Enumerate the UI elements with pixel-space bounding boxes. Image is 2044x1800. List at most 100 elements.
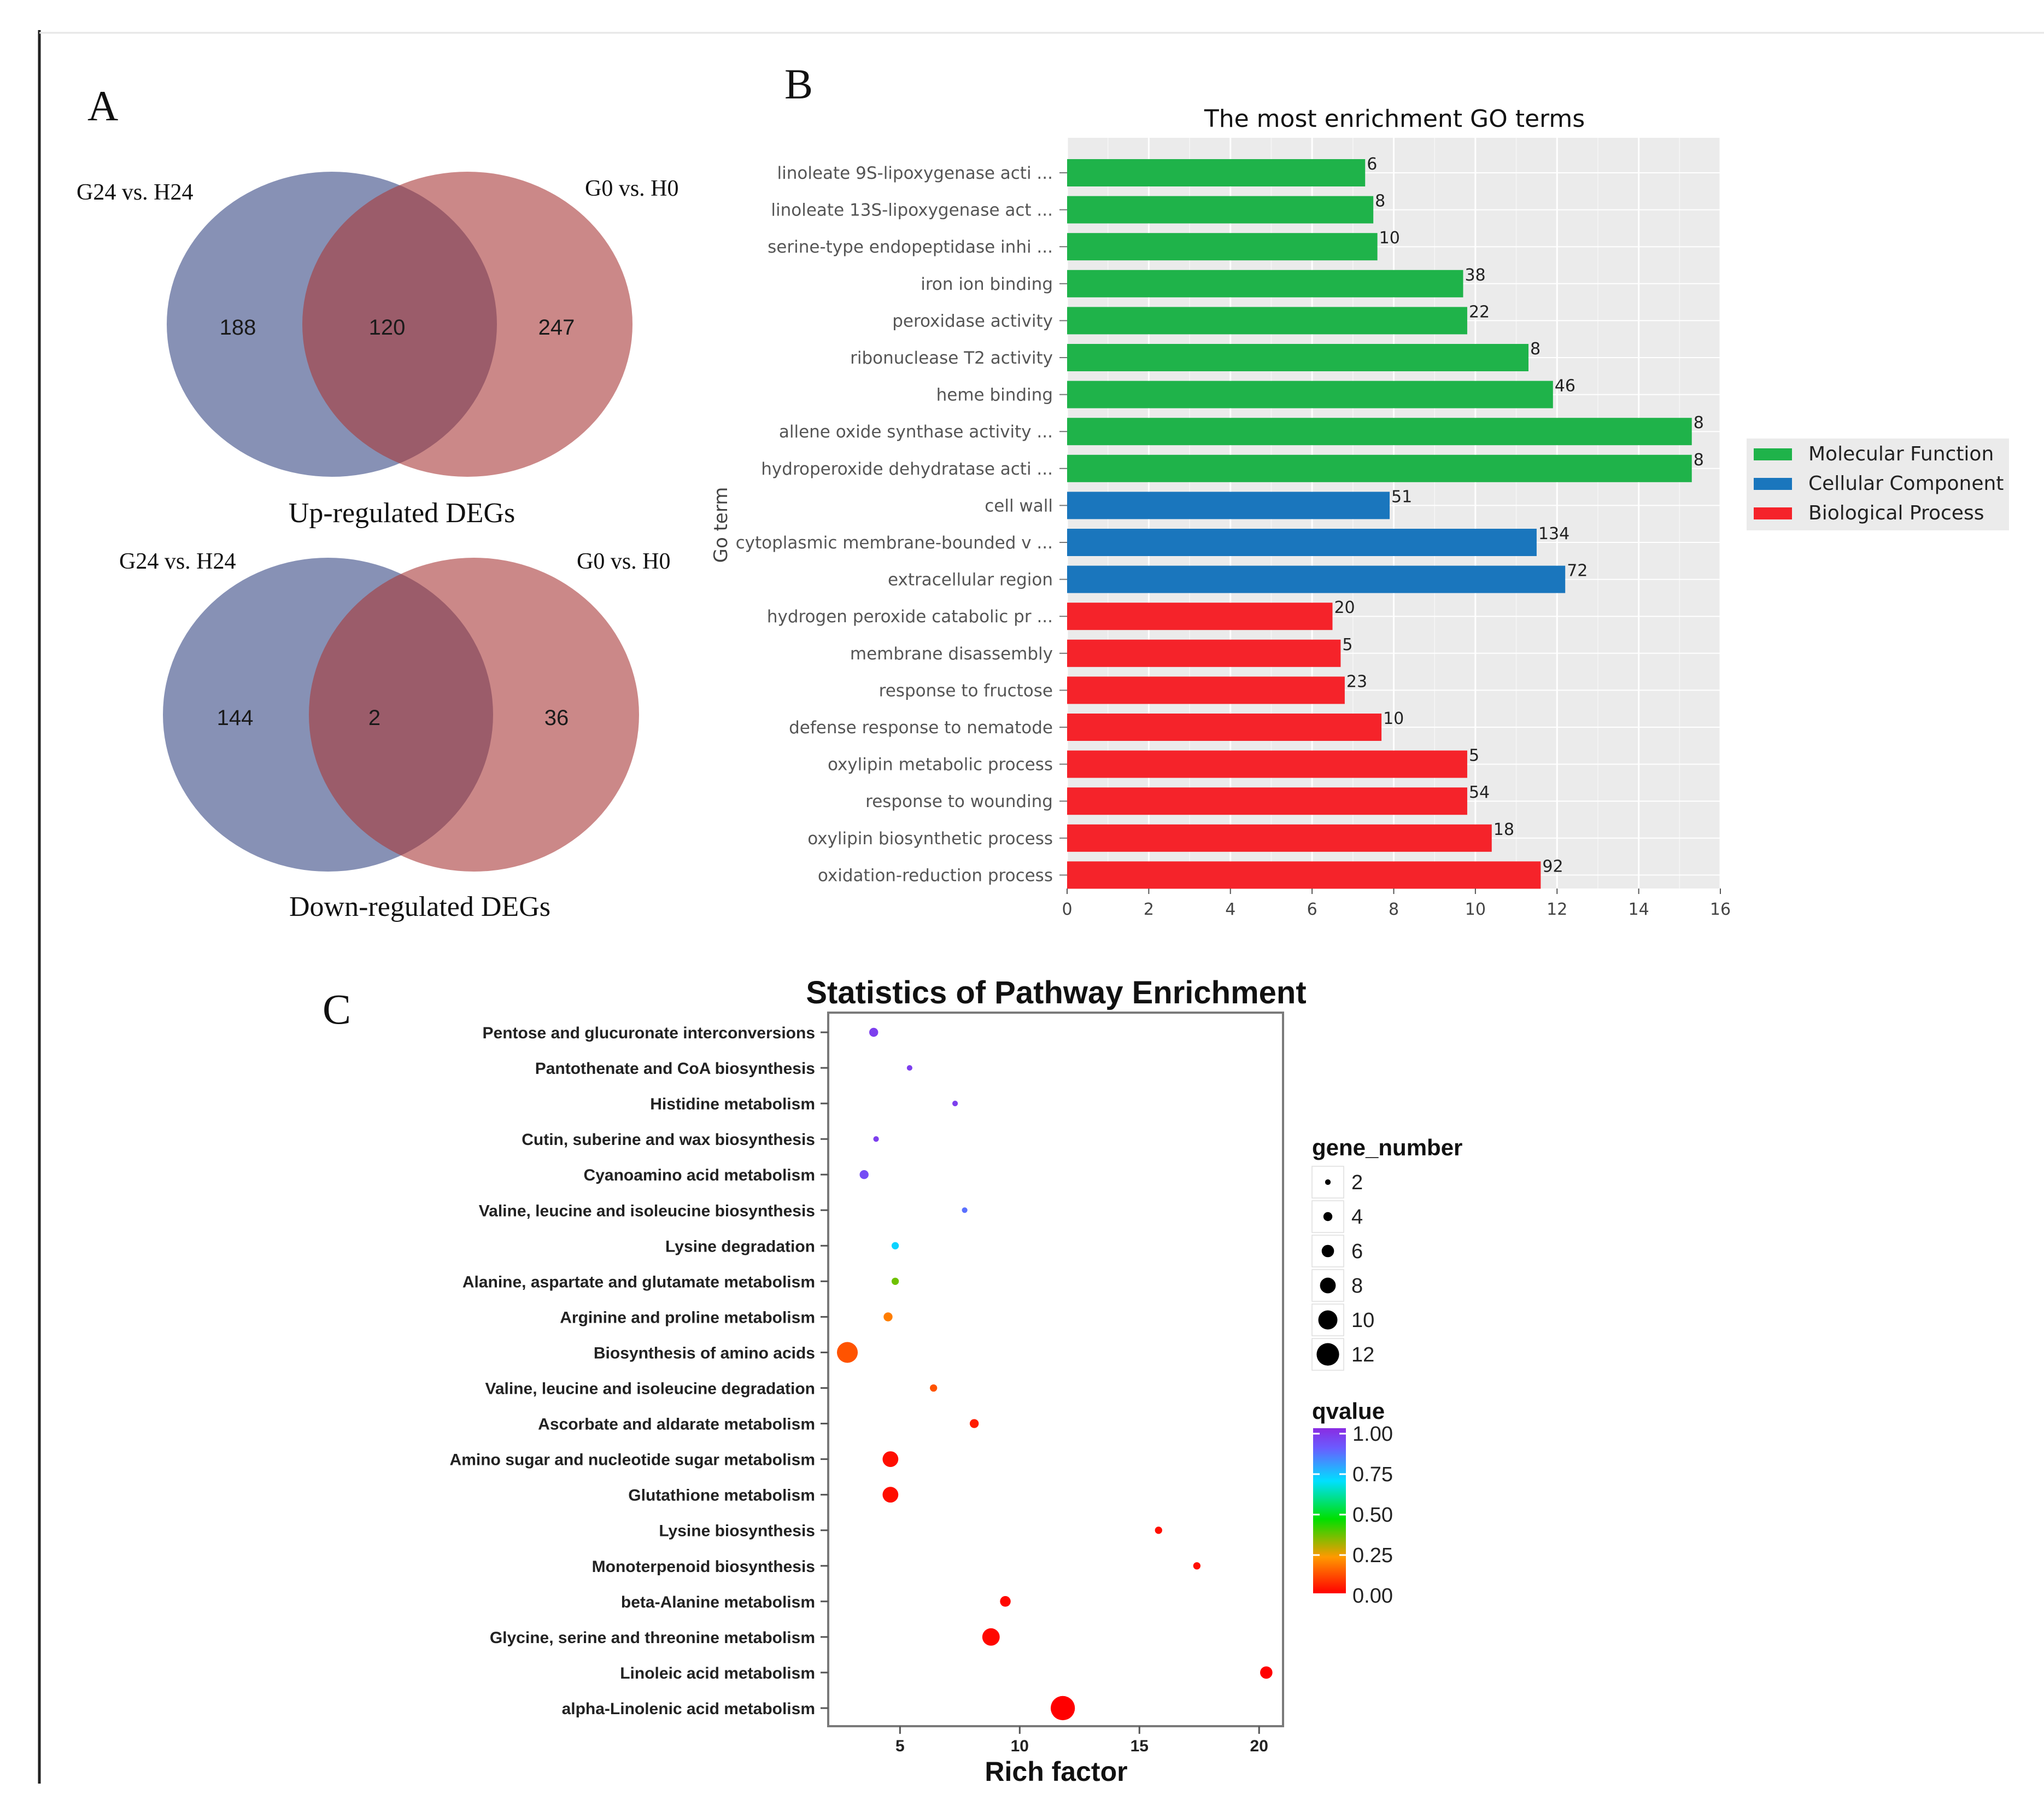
go-bar-count-label: 22 bbox=[1469, 302, 1490, 322]
go-bar-count-label: 8 bbox=[1694, 413, 1704, 433]
pathway-point-valine-leucine-and-isoleucine-biosynthesis bbox=[962, 1207, 968, 1213]
go-bar-count-label: 20 bbox=[1334, 598, 1355, 617]
go-bar-cell-wall bbox=[1067, 492, 1390, 519]
gene-number-legend-label: 4 bbox=[1351, 1206, 1363, 1229]
go-bar-oxylipin-metabolic-process bbox=[1067, 750, 1467, 778]
go-category-label: allene oxide synthase activity ... bbox=[779, 422, 1053, 442]
go-category-label: oxylipin metabolic process bbox=[828, 755, 1053, 775]
gene-number-legend-label: 8 bbox=[1351, 1275, 1363, 1298]
go-bar-heme-binding bbox=[1067, 381, 1553, 408]
go-bar-hydrogen-peroxide-catabolic-pr bbox=[1067, 603, 1333, 630]
pathway-label: Valine, leucine and isoleucine biosynthe… bbox=[479, 1202, 815, 1220]
pathway-plot-frame bbox=[827, 1012, 1284, 1727]
go-bar-allene-oxide-synthase-activity bbox=[1067, 418, 1692, 446]
go-bar-count-label: 46 bbox=[1555, 377, 1576, 396]
pathway-point-valine-leucine-and-isoleucine-degradation bbox=[930, 1384, 938, 1392]
venn-up-title: Up-regulated DEGs bbox=[289, 498, 515, 529]
go-bar-count-label: 5 bbox=[1469, 746, 1479, 765]
pathway-label: Cyanoamino acid metabolism bbox=[584, 1166, 815, 1184]
pathway-label: Monoterpenoid biosynthesis bbox=[592, 1558, 815, 1576]
pathway-label: Glutathione metabolism bbox=[628, 1487, 815, 1505]
pathway-point-alpha-linolenic-acid-metabolism bbox=[1050, 1696, 1075, 1721]
pathway-x-tick-label: 10 bbox=[1011, 1737, 1029, 1755]
gene-number-legend-label: 2 bbox=[1351, 1171, 1363, 1194]
go-y-axis-title: Go term bbox=[710, 487, 732, 563]
go-bar-oxylipin-biosynthetic-process bbox=[1067, 824, 1492, 852]
go-x-tick-label: 14 bbox=[1629, 900, 1649, 919]
pathway-rows: Pentose and glucuronate interconversions… bbox=[450, 1024, 828, 1718]
go-bar-count-label: 134 bbox=[1538, 524, 1569, 543]
pathway-point-arginine-and-proline-metabolism bbox=[883, 1312, 893, 1322]
pathway-label: Pentose and glucuronate interconversions bbox=[483, 1024, 815, 1042]
go-bar-count-label: 8 bbox=[1375, 192, 1385, 211]
go-bar-response-to-fructose bbox=[1067, 676, 1345, 704]
venn-down-right-circle bbox=[309, 558, 639, 872]
panel-c-label: C bbox=[323, 985, 351, 1033]
pathway-point-glycine-serine-and-threonine-metabolism bbox=[982, 1628, 1000, 1646]
go-bar-iron-ion-binding bbox=[1067, 270, 1463, 297]
pathway-label: Lysine degradation bbox=[665, 1237, 815, 1255]
pathway-point-biosynthesis-of-amino-acids bbox=[836, 1342, 858, 1363]
go-category-label: response to wounding bbox=[865, 792, 1053, 811]
go-category-label: extracellular region bbox=[888, 570, 1053, 590]
qvalue-legend-title: qvalue bbox=[1312, 1398, 1385, 1424]
pathway-point-linoleic-acid-metabolism bbox=[1260, 1666, 1273, 1679]
pathway-x-axis-title: Rich factor bbox=[985, 1756, 1127, 1787]
venn-down-left-set-label: G24 vs. H24 bbox=[119, 549, 236, 574]
go-x-tick-label: 10 bbox=[1465, 900, 1486, 919]
pathway-x-tick-label: 15 bbox=[1131, 1737, 1149, 1755]
panel-a-label: A bbox=[87, 82, 118, 130]
pathway-point-pantothenate-and-coa-biosynthesis bbox=[906, 1065, 912, 1071]
go-bar-count-label: 8 bbox=[1694, 451, 1704, 470]
go-bar-count-label: 38 bbox=[1465, 266, 1485, 285]
qvalue-colorbar bbox=[1313, 1428, 1346, 1593]
pathway-label: Lysine biosynthesis bbox=[659, 1522, 815, 1540]
pathway-point-cyanoamino-acid-metabolism bbox=[859, 1170, 869, 1179]
pathway-label: Glycine, serine and threonine metabolism bbox=[490, 1629, 815, 1647]
go-legend: Molecular Function Cellular Component Bi… bbox=[1747, 439, 2009, 530]
go-bar-ribonuclease-t2-activity bbox=[1067, 344, 1528, 371]
venn-up-right-only-value: 247 bbox=[538, 315, 575, 340]
go-bar-cytoplasmic-membrane-bounded-v bbox=[1067, 529, 1537, 556]
gene-number-legend-dot bbox=[1316, 1343, 1339, 1366]
gene-number-legend-dot bbox=[1321, 1244, 1334, 1258]
panel-b-label: B bbox=[784, 60, 813, 108]
go-bar-count-label: 6 bbox=[1367, 155, 1377, 174]
go-category-label: defense response to nematode bbox=[789, 718, 1053, 738]
go-bar-linoleate-9s-lipoxygenase-acti bbox=[1067, 159, 1366, 186]
go-category-label: linoleate 9S-lipoxygenase acti ... bbox=[777, 163, 1053, 183]
venn-up-right-set-label: G0 vs. H0 bbox=[585, 176, 679, 201]
go-bar-count-label: 23 bbox=[1346, 672, 1367, 691]
go-bar-count-label: 10 bbox=[1379, 229, 1400, 248]
gene-number-legend-label: 12 bbox=[1351, 1343, 1374, 1366]
go-category-label: linoleate 13S-lipoxygenase act ... bbox=[771, 201, 1053, 220]
pathway-label: beta-Alanine metabolism bbox=[621, 1593, 815, 1611]
go-category-label: serine-type endopeptidase inhi ... bbox=[768, 237, 1053, 257]
go-x-tick-label: 16 bbox=[1710, 900, 1731, 919]
go-bar-extracellular-region bbox=[1067, 565, 1566, 593]
go-category-label: membrane disassembly bbox=[850, 644, 1053, 664]
pathway-point-lysine-degradation bbox=[891, 1242, 899, 1249]
go-category-label: hydroperoxide dehydratase acti ... bbox=[761, 459, 1053, 479]
venn-up-right-circle bbox=[302, 172, 632, 477]
go-category-label: response to fructose bbox=[879, 681, 1053, 700]
go-bar-count-label: 5 bbox=[1342, 635, 1352, 654]
pathway-label: alpha-Linolenic acid metabolism bbox=[562, 1700, 815, 1718]
go-bar-count-label: 18 bbox=[1494, 820, 1514, 839]
go-bar-response-to-wounding bbox=[1067, 787, 1467, 815]
go-bar-count-label: 92 bbox=[1542, 857, 1563, 876]
pathway-label: Valine, leucine and isoleucine degradati… bbox=[485, 1380, 815, 1398]
gene-number-legend-dot bbox=[1320, 1277, 1336, 1294]
pathway-x-tick-label: 20 bbox=[1250, 1737, 1268, 1755]
pathway-label: Histidine metabolism bbox=[650, 1095, 815, 1113]
venn-down-title: Down-regulated DEGs bbox=[289, 891, 550, 922]
go-bar-hydroperoxide-dehydratase-acti bbox=[1067, 454, 1692, 482]
go-bars: 6 linoleate 9S-lipoxygenase acti ... 8 lino… bbox=[736, 155, 1704, 889]
qvalue-legend: qvalue 1.000.750.500.250.00 bbox=[1312, 1398, 1393, 1608]
